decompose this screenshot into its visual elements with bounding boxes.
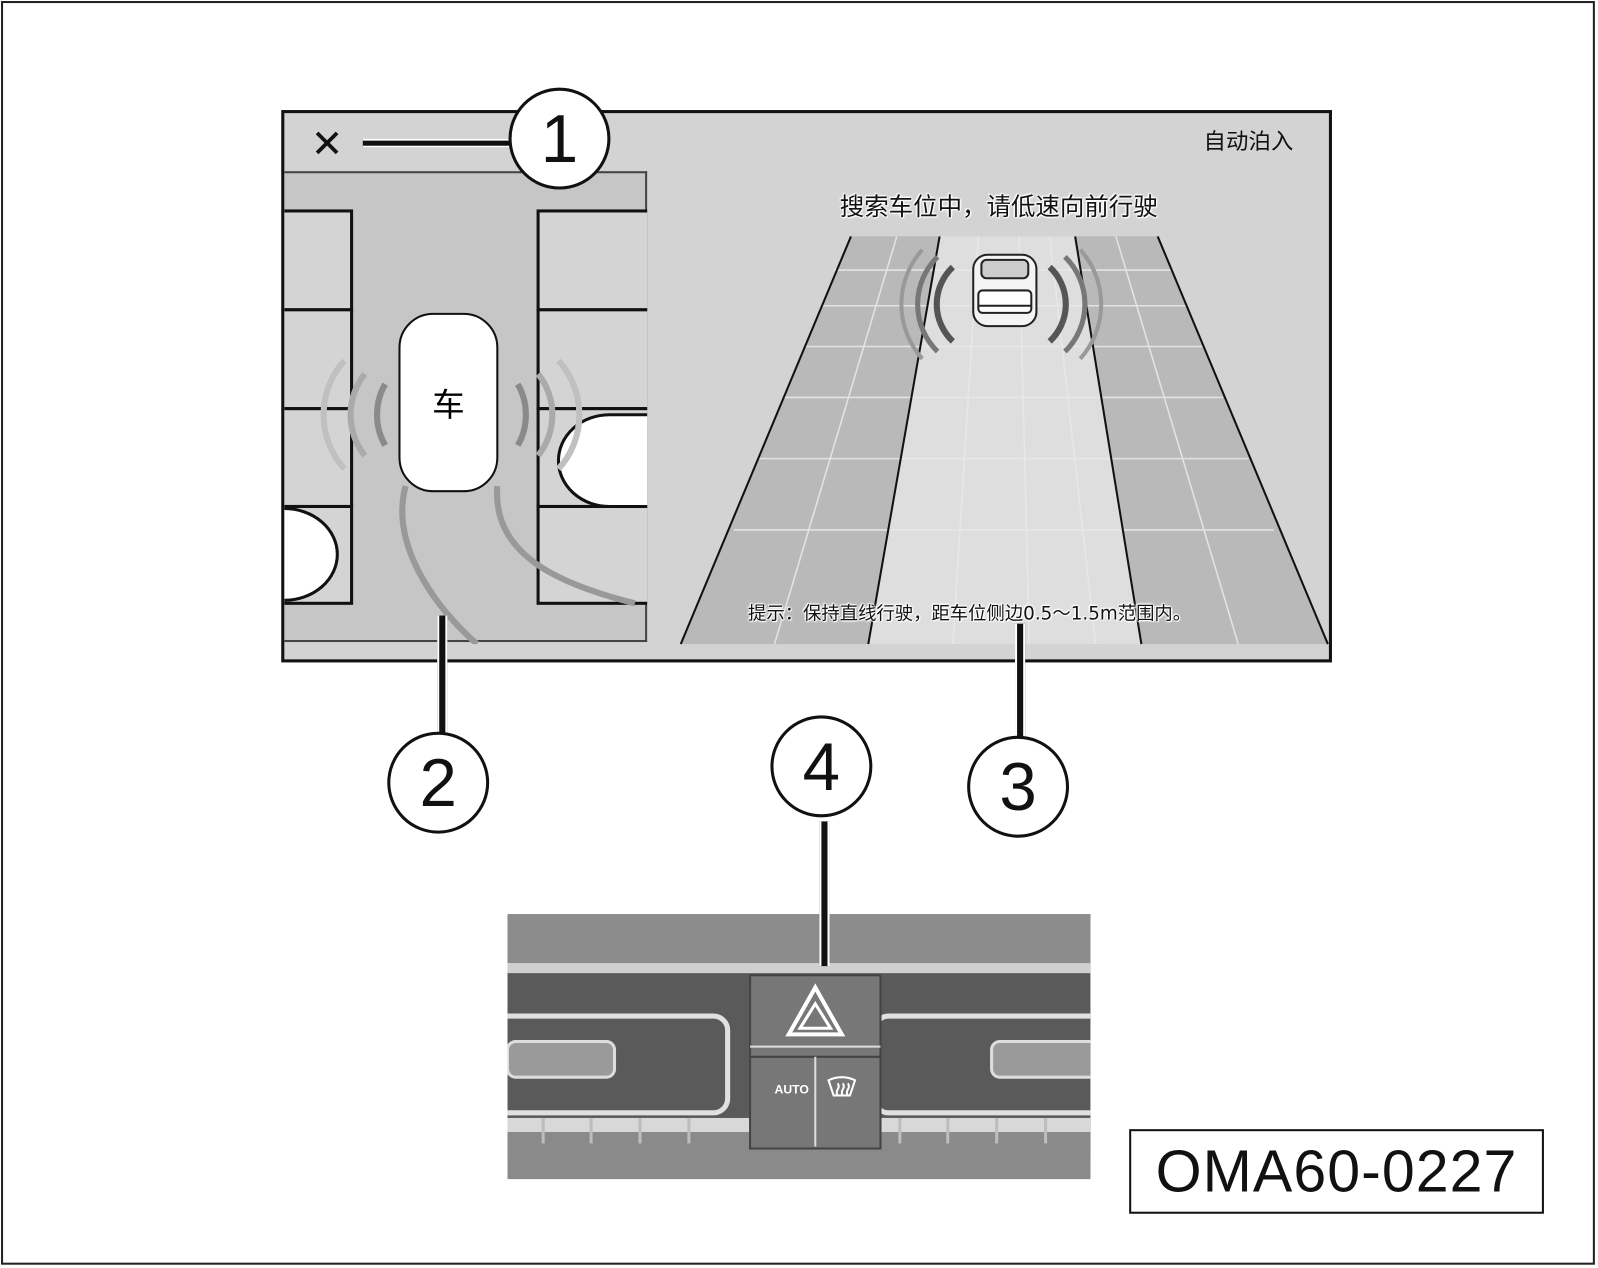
mode-title: 自动泊入 xyxy=(1203,129,1294,155)
callout-1: 1 xyxy=(508,87,611,190)
screen-graphics xyxy=(679,236,1329,645)
callout-4: 4 xyxy=(770,715,873,818)
hazard-triangle-icon xyxy=(785,983,846,1037)
left-parking-lane xyxy=(680,236,940,645)
own-car-icon xyxy=(972,253,1038,328)
center-console-illustration: AUTO xyxy=(507,914,1091,1180)
callout-2: 2 xyxy=(387,731,490,834)
callout-3: 3 xyxy=(967,735,1070,838)
windshield-defrost-icon xyxy=(827,1076,857,1097)
parking-map-graphics xyxy=(284,209,648,645)
leader-line-4 xyxy=(819,821,830,967)
leader-line-1 xyxy=(362,138,510,148)
parking-map-panel: 车 xyxy=(284,171,648,645)
auto-button: AUTO xyxy=(775,1082,809,1096)
parked-car-right xyxy=(557,413,648,509)
parking-screen: 车 ✕ 自动泊入 搜索车位中，请低速向前行驶 提示：保持直线行驶，距车位侧边0.… xyxy=(281,110,1332,663)
leader-line-3 xyxy=(1015,623,1026,738)
vehicle-position-marker: 车 xyxy=(398,312,499,493)
status-message: 搜索车位中，请低速向前行驶 xyxy=(839,192,1158,222)
close-icon[interactable]: ✕ xyxy=(310,121,344,167)
console-graphics: AUTO xyxy=(507,914,1091,1180)
leader-line-2 xyxy=(437,615,448,734)
hint-text: 提示：保持直线行驶，距车位侧边0.5～1.5m范围内。 xyxy=(748,603,1192,625)
right-parking-lane xyxy=(1075,236,1328,645)
parked-car-left xyxy=(284,507,339,602)
figure-id-label: OMA60-0227 xyxy=(1129,1129,1544,1214)
sensor-arcs xyxy=(899,248,1104,361)
